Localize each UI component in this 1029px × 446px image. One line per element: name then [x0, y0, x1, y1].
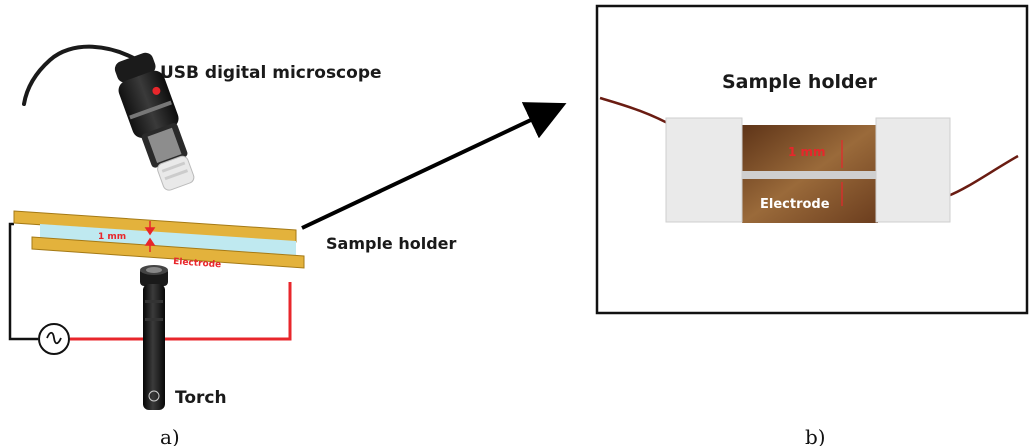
caption-b: b)	[805, 425, 826, 446]
microscope-label: USB digital microscope	[160, 63, 382, 83]
circuit-wire-black	[8, 222, 38, 341]
arrow-icon	[301, 102, 567, 230]
electrode-label-a: Electrode	[173, 257, 222, 270]
electrode-strip-front	[31, 236, 305, 269]
wire-right	[947, 154, 1019, 198]
caption-a: a)	[160, 425, 180, 446]
sample-holder-label-a: Sample holder	[326, 234, 457, 253]
torch-label: Torch	[175, 388, 227, 408]
panel-b-title: Sample holder	[722, 71, 877, 93]
holder-block-left	[665, 117, 743, 223]
torch-icon	[140, 265, 168, 410]
gap-label-a: 1 mm	[98, 232, 126, 242]
panel-b: Sample holder 1 mm Electrode b)	[595, 4, 1029, 446]
gap-strip	[742, 171, 878, 179]
holder-block-right	[875, 117, 951, 223]
electrode-gap	[40, 224, 296, 255]
electrode-label-b: Electrode	[760, 197, 830, 212]
gap-label-b: 1 mm	[788, 145, 826, 159]
gap-arrows	[144, 221, 156, 252]
panel-a: USB digital microscope 1 mm Electrode	[8, 44, 457, 446]
ac-source-icon	[38, 323, 70, 355]
microscope-icon	[114, 52, 195, 191]
microscope-cable	[22, 44, 152, 106]
circuit-wire-red	[70, 282, 292, 341]
